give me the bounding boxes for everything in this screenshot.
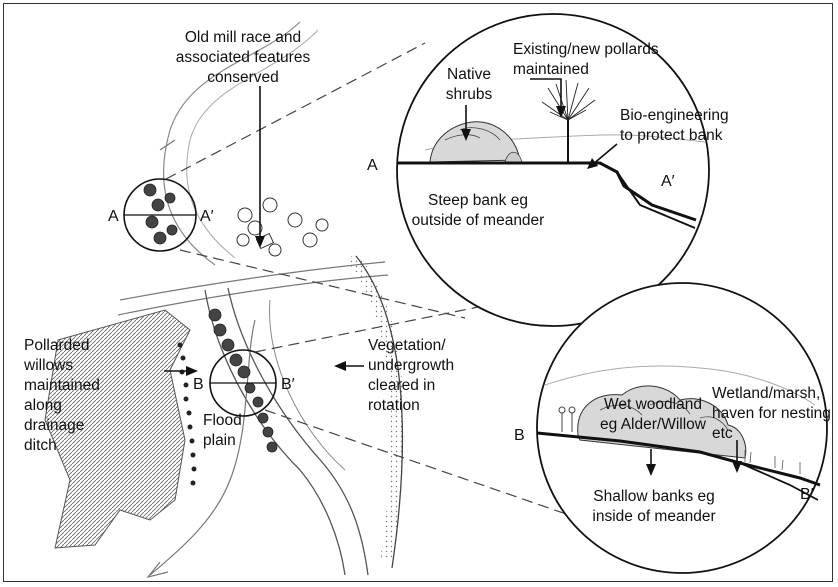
marker-b-prime-plan: B′ [281,376,295,393]
label-line: Steep bank eg [428,192,528,209]
label-vegetation: Vegetation/ undergrowth cleared in rotat… [368,337,454,414]
label-line: haven for nesting [712,405,831,422]
label-line: rotation [368,397,420,414]
marker-a-plan: A [108,208,119,225]
marker-a-prime-section: A′ [661,173,675,190]
label-line: inside of meander [592,508,715,525]
label-mill-race: Old mill race and associated features co… [176,29,311,86]
label-line: maintained [513,61,589,78]
label-line: Native [447,66,491,83]
marker-a-prime-plan: A′ [200,208,214,225]
section-circle-b [210,350,276,416]
label-line: conserved [207,69,279,86]
marker-b-section: B [514,427,525,444]
label-line: willows [23,357,73,374]
label-line: etc [712,425,733,442]
label-line: outside of meander [412,212,545,229]
label-line: associated features [176,49,311,66]
label-line: Flood [203,412,242,429]
label-line: Wetland/marsh, [712,385,820,402]
marker-b-prime-section: B′ [800,486,814,503]
label-line: cleared in [368,377,435,394]
label-line: to protect bank [620,127,723,144]
label-line: ditch [24,437,57,454]
label-line: Bio-engineering [620,107,729,124]
label-line: Existing/new pollards [513,41,659,58]
marker-b-plan: B [193,376,204,393]
label-line: drainage [24,417,84,434]
label-line: Pollarded [24,337,90,354]
label-line: maintained [24,377,100,394]
label-flood-plain: Flood plain [203,412,242,449]
label-line: Shallow banks eg [593,488,715,505]
plan-view [45,22,404,577]
label-line: shrubs [446,86,493,103]
label-line: along [24,397,62,414]
label-line: plain [203,432,236,449]
label-line: Old mill race and [185,29,301,46]
label-line: Wet woodland [604,396,702,413]
marker-a-section: A [367,157,378,174]
label-line: Vegetation/ [368,337,446,354]
label-line: eg Alder/Willow [600,416,707,433]
label-line: undergrowth [368,357,454,374]
